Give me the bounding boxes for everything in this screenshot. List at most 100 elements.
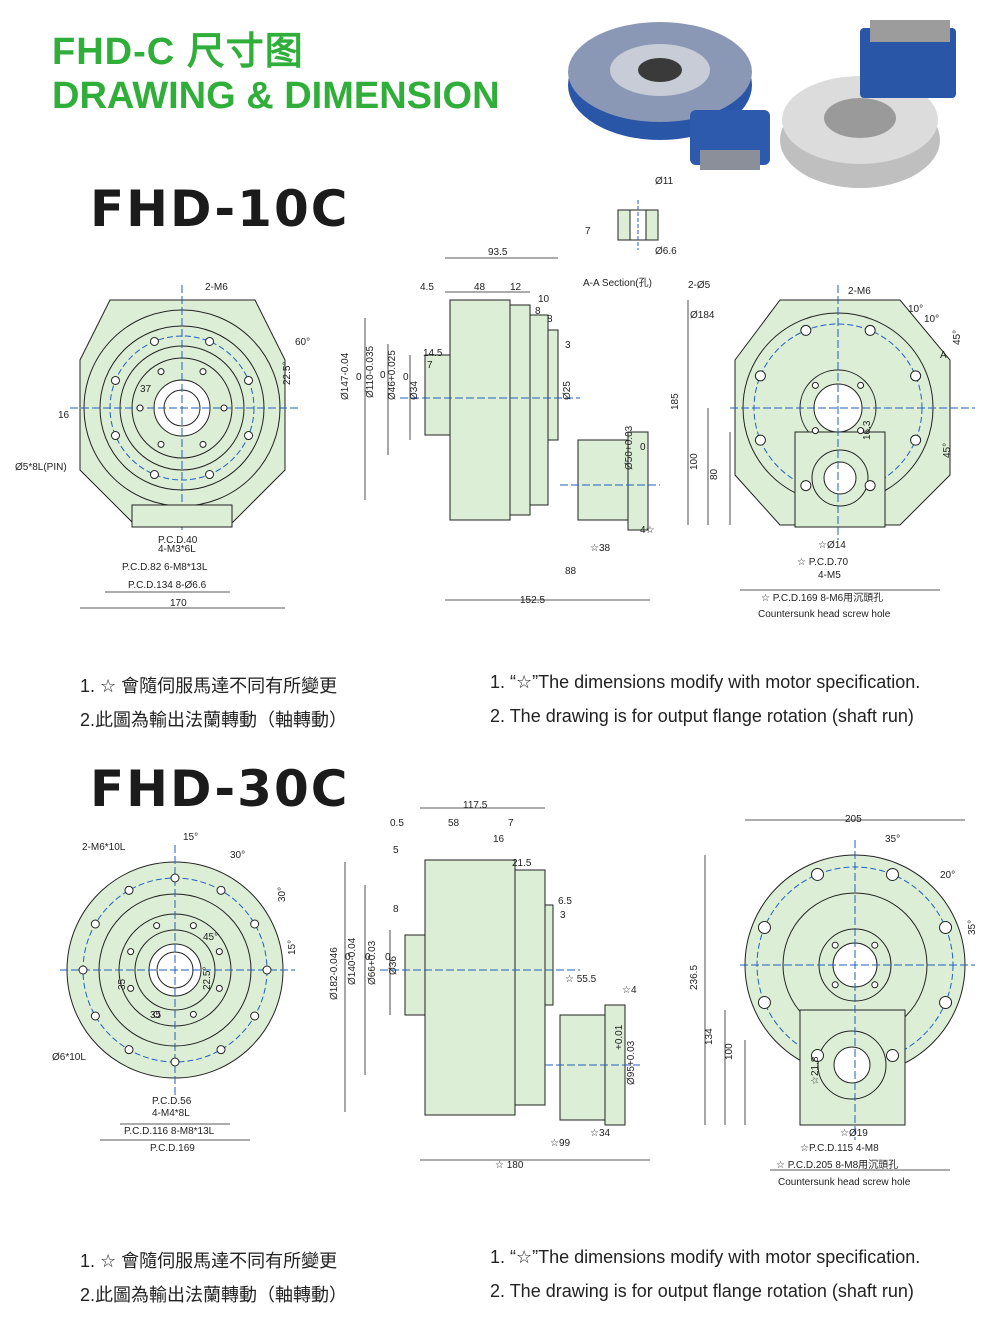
fhd10c-side-label-0: 93.5 [488, 247, 508, 258]
fhd10c-side-label-6: 8 [547, 314, 553, 325]
fhd30c-front-bolts [78, 873, 272, 1067]
bolt-hole [78, 965, 88, 975]
fhd10c-rear-label-0: 2-Ø5 [688, 280, 711, 291]
fhd10c-side-label-19: 152.5 [520, 595, 545, 606]
bolt-hole [864, 480, 876, 492]
fhd10c-rear-view [730, 285, 975, 540]
fhd10c-front-label-2: 22.5° [282, 362, 293, 385]
fhd30c-side-label-23: 0 [385, 952, 391, 963]
bolt-hole [216, 885, 226, 895]
bolt-hole [124, 885, 134, 895]
bolt-hole [220, 404, 228, 412]
fhd10c-side-label-12: Ø46+0.025 [387, 350, 398, 400]
bolt-hole [199, 440, 207, 448]
fhd10c-section-label-3: A-A Section(孔) [583, 277, 652, 289]
bolt-hole [810, 867, 824, 881]
fhd30c-rear-label-5: 134 [704, 1028, 715, 1045]
fhd10c-front-label-5: Ø5*8L(PIN) [15, 462, 67, 473]
fhd10c-rear-label-4: 10° [924, 314, 939, 325]
fhd30c-side-label-18: ☆34 [590, 1128, 611, 1139]
bolt-hole [110, 375, 120, 385]
fhd10c-section-label-1: 7 [585, 226, 591, 237]
fhd10c-rear-bolts [754, 324, 922, 492]
fhd30c-note-en-1: 1. “☆”The dimensions modify with motor s… [490, 1247, 921, 1267]
fhd10c-side-view [400, 299, 660, 531]
fhd30c-front-label-0: 2-M6*10L [82, 842, 126, 853]
fhd10c-rear-label-6: A [940, 350, 947, 361]
fhd10c-side-label-21: 0 [380, 370, 386, 381]
fhd30c-front-label-3: 30° [277, 887, 288, 902]
fhd30c-side-label-3: 7 [508, 818, 514, 829]
fhd10c-note-cn-2: 2.此圖為輸出法蘭轉動（軸轉動） [80, 710, 348, 730]
fhd30c-side-label-20: ☆ 180 [495, 1160, 524, 1171]
fhd30c-rear-label-11: Countersunk head screw hole [778, 1177, 911, 1188]
bolt-hole [811, 381, 819, 389]
fhd10c-rear-label-12: ☆Ø14 [818, 540, 846, 551]
fhd30c-side-label-2: 58 [448, 818, 460, 829]
fhd10c-side-label-22: 0 [403, 372, 409, 383]
fhd10c-side-label-9: 7 [427, 360, 433, 371]
fhd30c-side-label-8: 3 [560, 910, 566, 921]
fhd10c-rear-label-3: 10° [908, 304, 923, 315]
model-title-30c: FHD-30C [90, 760, 350, 818]
bolt-hole [757, 996, 771, 1010]
fhd10c-rear-label-1: 2-M6 [848, 286, 871, 297]
bolt-hole [215, 984, 223, 992]
fhd30c-side-label-7: 6.5 [558, 896, 572, 907]
fhd30c-front-label-4: 15° [287, 940, 298, 955]
bolt-hole [754, 434, 766, 446]
fhd30c-rear-view [740, 840, 975, 1140]
fhd30c-side-label-10: Ø182-0.046 [329, 947, 340, 1000]
bolt-hole [857, 427, 865, 435]
title-cn: FHD-C 尺寸图 [52, 31, 304, 73]
bolt-hole [90, 919, 100, 929]
bolt-hole [149, 336, 159, 346]
fhd30c-side-label-14: ☆ 55.5 [565, 974, 597, 985]
fhd10c-front-label-7: 4-M3*6L [158, 544, 196, 555]
fhd10c-front-label-9: P.C.D.134 8-Ø6.6 [128, 580, 207, 591]
fhd10c-front-label-4: 16 [58, 410, 70, 421]
bolt-hole [754, 370, 766, 382]
bolt-hole [110, 431, 120, 441]
bolt-hole [149, 470, 159, 480]
fhd10c-rear-label-9: 100 [689, 453, 700, 470]
fhd30c-rear-label-3: 35° [967, 920, 978, 935]
bolt-hole [157, 440, 165, 448]
fhd30c-side-label-12: Ø66+0.03 [367, 940, 378, 985]
fhd30c-front-label-6: 22.5° [202, 967, 213, 990]
fhd30c-side-label-5: 5 [393, 845, 399, 856]
bolt-hole [871, 981, 879, 989]
fhd10c-rear-label-8: 185 [670, 393, 681, 410]
fhd10c-rear-label-14: 4-M5 [818, 570, 841, 581]
bolt-hole [250, 1011, 260, 1021]
fhd10c-note-cn-1: 1. ☆ 會隨伺服馬達不同有所變更 [80, 676, 338, 696]
fhd30c-dim-lines [100, 807, 965, 1171]
bolt-hole [244, 375, 254, 385]
bolt-hole [216, 1045, 226, 1055]
fhd30c-front-label-1: 15° [183, 832, 198, 843]
fhd30c-side-label-9: 8 [393, 904, 399, 915]
fhd10c-front-label-3: 37 [140, 384, 152, 395]
fhd30c-side-label-11: Ø140-0.04 [347, 937, 358, 985]
bolt-hole [153, 922, 161, 930]
fhd10c-side-label-10: Ø147-0.04 [340, 352, 351, 400]
fhd30c-front-label-8: 35 [150, 1010, 162, 1021]
fhd10c-note-en-2: 2. The drawing is for output flange rota… [490, 706, 914, 726]
bolt-hole [205, 470, 215, 480]
bolt-hole [800, 324, 812, 336]
bolt-hole [831, 981, 839, 989]
bolt-hole [262, 965, 272, 975]
bolt-hole [136, 404, 144, 412]
fhd10c-side-label-4: 10 [538, 294, 550, 305]
fhd10c-side-label-11: Ø110-0.035 [365, 345, 376, 398]
fhd10c-side-label-16: 4☆ [640, 525, 655, 536]
fhd30c-rear-label-0: 205 [845, 814, 862, 825]
fhd10c-side-label-18: 88 [565, 566, 577, 577]
fhd10c-rear-label-5: 45° [952, 330, 963, 345]
fhd30c-front-label-2: 30° [230, 850, 245, 861]
fhd10c-side-label-20: 0 [356, 372, 362, 383]
fhd10c-front-label-8: P.C.D.82 6-M8*13L [122, 562, 208, 573]
fhd10c-section-label-0: Ø11 [655, 176, 674, 187]
